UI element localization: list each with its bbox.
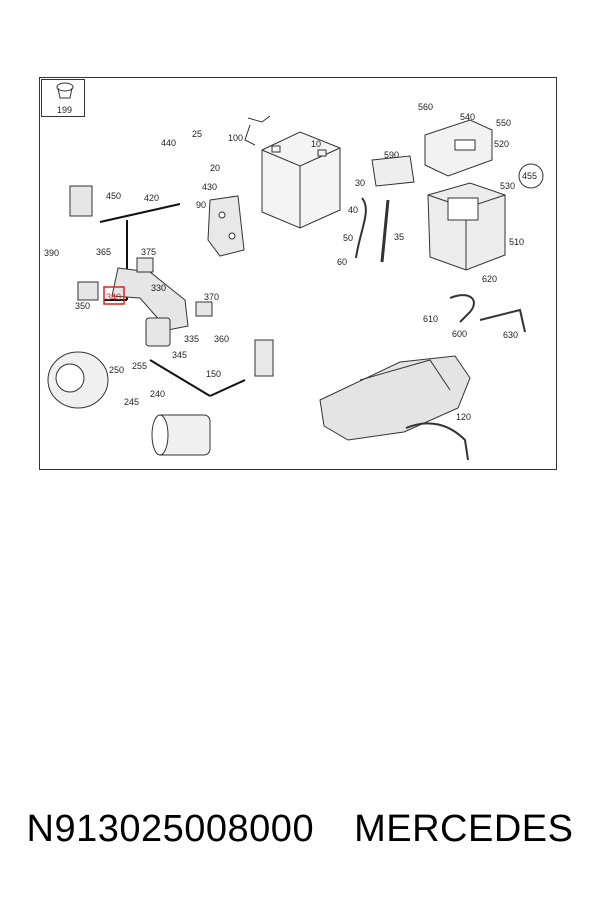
label-420: 420	[144, 193, 159, 203]
label-120: 120	[456, 412, 471, 422]
bracket-icon	[207, 195, 245, 257]
label-365: 365	[96, 247, 111, 257]
cable-50-icon	[355, 197, 367, 259]
label-620: 620	[482, 274, 497, 284]
label-520: 520	[494, 139, 509, 149]
label-60: 60	[337, 257, 347, 267]
label-50: 50	[343, 233, 353, 243]
label-90: 90	[196, 200, 206, 210]
label-100: 100	[228, 133, 243, 143]
reference-box	[41, 79, 85, 117]
starter-icon	[151, 414, 211, 456]
label-20: 20	[210, 163, 220, 173]
cable-35-icon	[380, 199, 390, 263]
part-number: N913025008000	[26, 808, 315, 850]
label-25: 25	[192, 129, 202, 139]
label-35: 35	[394, 232, 404, 242]
label-10: 10	[311, 139, 321, 149]
label-360: 360	[214, 334, 229, 344]
callout-labels: 10 20 25 30 35 40 50 60 90 100 120 150 2…	[44, 102, 524, 422]
label-335: 335	[184, 334, 199, 344]
label-510: 510	[509, 237, 524, 247]
label-199: 199	[57, 105, 72, 115]
label-40: 40	[348, 205, 358, 215]
clip-199-icon	[56, 82, 74, 99]
cable-120-icon	[405, 422, 469, 461]
label-540: 540	[460, 112, 475, 122]
label-350: 350	[75, 301, 90, 311]
label-370: 370	[204, 292, 219, 302]
battery-tray-icon	[427, 182, 506, 271]
diagram-frame	[39, 77, 557, 470]
label-255: 255	[132, 361, 147, 371]
label-330: 330	[151, 283, 166, 293]
label-590: 590	[384, 150, 399, 160]
label-455: 455	[522, 171, 537, 181]
relay-icon	[254, 339, 274, 377]
harness-cluster-icon	[69, 185, 213, 347]
label-560: 560	[418, 102, 433, 112]
label-30: 30	[355, 178, 365, 188]
label-150: 150	[206, 369, 221, 379]
label-390: 390	[44, 248, 59, 258]
label-630: 630	[503, 330, 518, 340]
label-440: 440	[161, 138, 176, 148]
caption: N913025008000 MERCEDES	[0, 808, 600, 851]
label-375: 375	[141, 247, 156, 257]
label-250: 250	[109, 365, 124, 375]
battery-holder-icon	[371, 155, 415, 187]
hose-600-icon	[449, 294, 526, 333]
highlight-box	[103, 286, 125, 305]
label-450: 450	[106, 191, 121, 201]
ground-cable-icon	[244, 115, 271, 146]
label-340: 340	[106, 292, 121, 302]
alternator-icon	[47, 351, 109, 409]
label-530: 530	[500, 181, 515, 191]
label-245: 245	[124, 397, 139, 407]
label-240: 240	[150, 389, 165, 399]
control-unit-icon	[424, 119, 493, 177]
callout-circle-455	[518, 163, 544, 189]
brand-name: MERCEDES	[354, 808, 574, 850]
label-430: 430	[202, 182, 217, 192]
engine-icon	[319, 355, 471, 441]
battery-icon	[261, 131, 341, 229]
label-550: 550	[496, 118, 511, 128]
label-600: 600	[452, 329, 467, 339]
label-345: 345	[172, 350, 187, 360]
label-610: 610	[423, 314, 438, 324]
